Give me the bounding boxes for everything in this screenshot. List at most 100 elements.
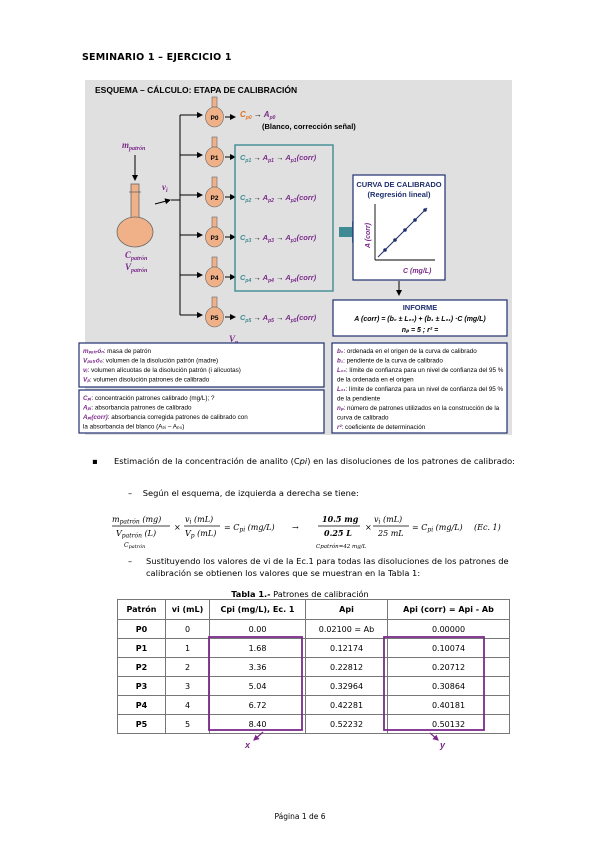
legend-line: vᵢ: volumen alícuotas de la disolución p… <box>83 367 241 374</box>
table-cell: 0.42281 <box>305 695 388 715</box>
table-cell: 5.04 <box>209 676 306 696</box>
table-cell: P4 <box>117 695 166 715</box>
flask-icon <box>205 256 224 288</box>
chain-p4: Cp4 → Ap4 → Ap4(corr) <box>240 273 317 284</box>
legend-box-1 <box>78 342 325 388</box>
flask-label: P5 <box>211 315 219 322</box>
legend-line: Cₚᵢ: concentración patrones calibrado (m… <box>83 395 215 402</box>
bullet2-text: Según el esquema, de izquierda a derecha… <box>142 488 359 498</box>
table-cell: 0.30864 <box>387 676 510 696</box>
table-cell: P5 <box>117 714 166 734</box>
curve-point <box>383 248 387 252</box>
svg-text:vi (mL): vi (mL) <box>185 515 213 526</box>
v-patron-label: Vpatrón <box>125 262 148 274</box>
table-cell: P1 <box>117 638 166 658</box>
legend-line: mₚₐₜᵣóₙ: masa de patrón <box>83 348 151 355</box>
legend-line: de la pendiente <box>337 396 381 403</box>
table-cell: 1.68 <box>209 638 306 658</box>
flask-label: P1 <box>211 155 219 162</box>
curve-subtitle: (Regresión lineal) <box>368 190 431 199</box>
legend-line: Vₚₐₜᵣóₙ: volumen de la disolución patrón… <box>83 358 218 365</box>
legend-line: L₀₀: límite de confianza para un nivel d… <box>337 367 504 374</box>
bullet-estimation: ▪ Estimación de la concentración de anal… <box>92 456 515 466</box>
bullet3-text: Sustituyendo los valores de vi de la Ec.… <box>146 556 509 578</box>
y-label: y <box>439 740 446 750</box>
flask-icon <box>205 96 224 128</box>
legend-line: nₚ: número de patrones utilizados en la … <box>337 405 500 412</box>
table-header-cell: Patrón <box>117 599 166 620</box>
scheme-diagram: ESQUEMA – CÁLCULO: ETAPA DE CALIBRACIÓN … <box>78 84 508 434</box>
page-header: SEMINARIO 1 – EJERCICIO 1 <box>82 52 232 63</box>
table-cell: P2 <box>117 657 166 677</box>
table-cell: 0.32964 <box>305 676 388 696</box>
curve-title: CURVA DE CALIBRADO <box>356 180 441 189</box>
eq-number: (Ec. 1) <box>474 523 501 532</box>
legend-line: la absorbancia del blanco (Aₚᵢ – Aₚ₀) <box>83 424 184 431</box>
equation-1: mpatrón (mg) Vpatrón (L) Cpatrón × vi (m… <box>112 514 501 550</box>
table-cell: 0.50132 <box>387 714 510 734</box>
p0-note: (Blanco, corrección señal) <box>262 122 356 131</box>
table-cell: 0.22812 <box>305 657 388 677</box>
table-cell: 0.10074 <box>387 638 510 658</box>
legend-box-2 <box>78 389 325 434</box>
curve-box <box>352 174 446 281</box>
table-cell: 5 <box>165 714 210 734</box>
table-header-cell: vi (mL) <box>165 599 210 620</box>
chain-p2: Cp2 → Ap2 → Ap2(corr) <box>240 193 317 204</box>
informe-title: INFORME <box>403 303 438 312</box>
svg-text:×: × <box>174 523 181 532</box>
calibration-scheme: ESQUEMA – CÁLCULO: ETAPA DE CALIBRACIÓN … <box>78 80 512 435</box>
informe-equation: A (corr) = (b₀ ± L₀₀) + (b₁ ± L₀₁) ·C (m… <box>353 316 486 323</box>
table-cell: 2 <box>165 657 210 677</box>
curve-point <box>393 238 397 242</box>
svg-text:×: × <box>365 523 372 532</box>
legend-line: Aₚᵢ(corr): absorbancia corregida patrone… <box>82 414 248 421</box>
scheme-title: ESQUEMA – CÁLCULO: ETAPA DE CALIBRACIÓN <box>95 84 297 95</box>
legend-line: de la ordenada en el origen <box>337 377 414 384</box>
eq-volume: 0.25 L <box>324 528 352 538</box>
table-header-cell: Cpi (mg/L), Ec. 1 <box>209 599 306 620</box>
eq-ml: 25 mL <box>377 529 404 538</box>
curve-point <box>423 208 427 212</box>
table-cell: 0.00 <box>209 619 306 639</box>
bullet-scheme: – Según el esquema, de izquierda a derec… <box>128 488 359 498</box>
table-caption: Tabla 1.- Patrones de calibración <box>0 589 600 599</box>
table-cell: 0.12174 <box>305 638 388 658</box>
chain-p5: Cp5 → Ap5 → Ap5(corr) <box>240 313 317 324</box>
table-cell: 3.36 <box>209 657 306 677</box>
table-caption-label: Tabla 1.- <box>231 589 271 599</box>
chain-p1: Cp1 → Ap1 → Ap1(corr) <box>240 153 317 164</box>
flask-icon <box>205 216 224 248</box>
legend-line: b₁: pendiente de la curva de calibrado <box>337 358 443 365</box>
flask-label: P4 <box>211 275 219 282</box>
table-cell: 0.02100 = Ab <box>305 619 388 639</box>
chain-p3: Cp3 → Ap3 → Ap3(corr) <box>240 233 317 244</box>
bullet-substitution: – Sustituyendo los valores de vi de la E… <box>128 555 523 579</box>
flask-label: P2 <box>211 195 219 202</box>
table-caption-text: Patrones de calibración <box>270 589 369 599</box>
flask-label: P3 <box>211 235 219 242</box>
table-cell: 0.40181 <box>387 695 510 715</box>
legend-line: L₀₁: límite de confianza para un nivel d… <box>337 386 503 393</box>
volumetric-flask-icon <box>116 183 154 248</box>
curve-ylabel: A (corr) <box>365 222 372 249</box>
page-footer: Página 1 de 6 <box>274 812 326 821</box>
legend-line: Aₚᵢ: absorbancia patrones de calibrado <box>82 405 192 412</box>
eq-mass: 10.5 mg <box>322 514 359 524</box>
bullet1-text-a: Estimación de la concentración de analit… <box>114 456 300 466</box>
eq-cpatron: Cpatrón=42 mg/L <box>316 543 367 550</box>
table-cell: 4 <box>165 695 210 715</box>
table-cell: 3 <box>165 676 210 696</box>
legend-box-3 <box>331 342 508 434</box>
chain-box <box>234 144 334 292</box>
table-header-cell: Api (corr) = Api - Ab <box>387 599 510 620</box>
informe-box <box>332 299 508 337</box>
vi-label: vi <box>162 182 168 194</box>
table-cell: 1 <box>165 638 210 658</box>
